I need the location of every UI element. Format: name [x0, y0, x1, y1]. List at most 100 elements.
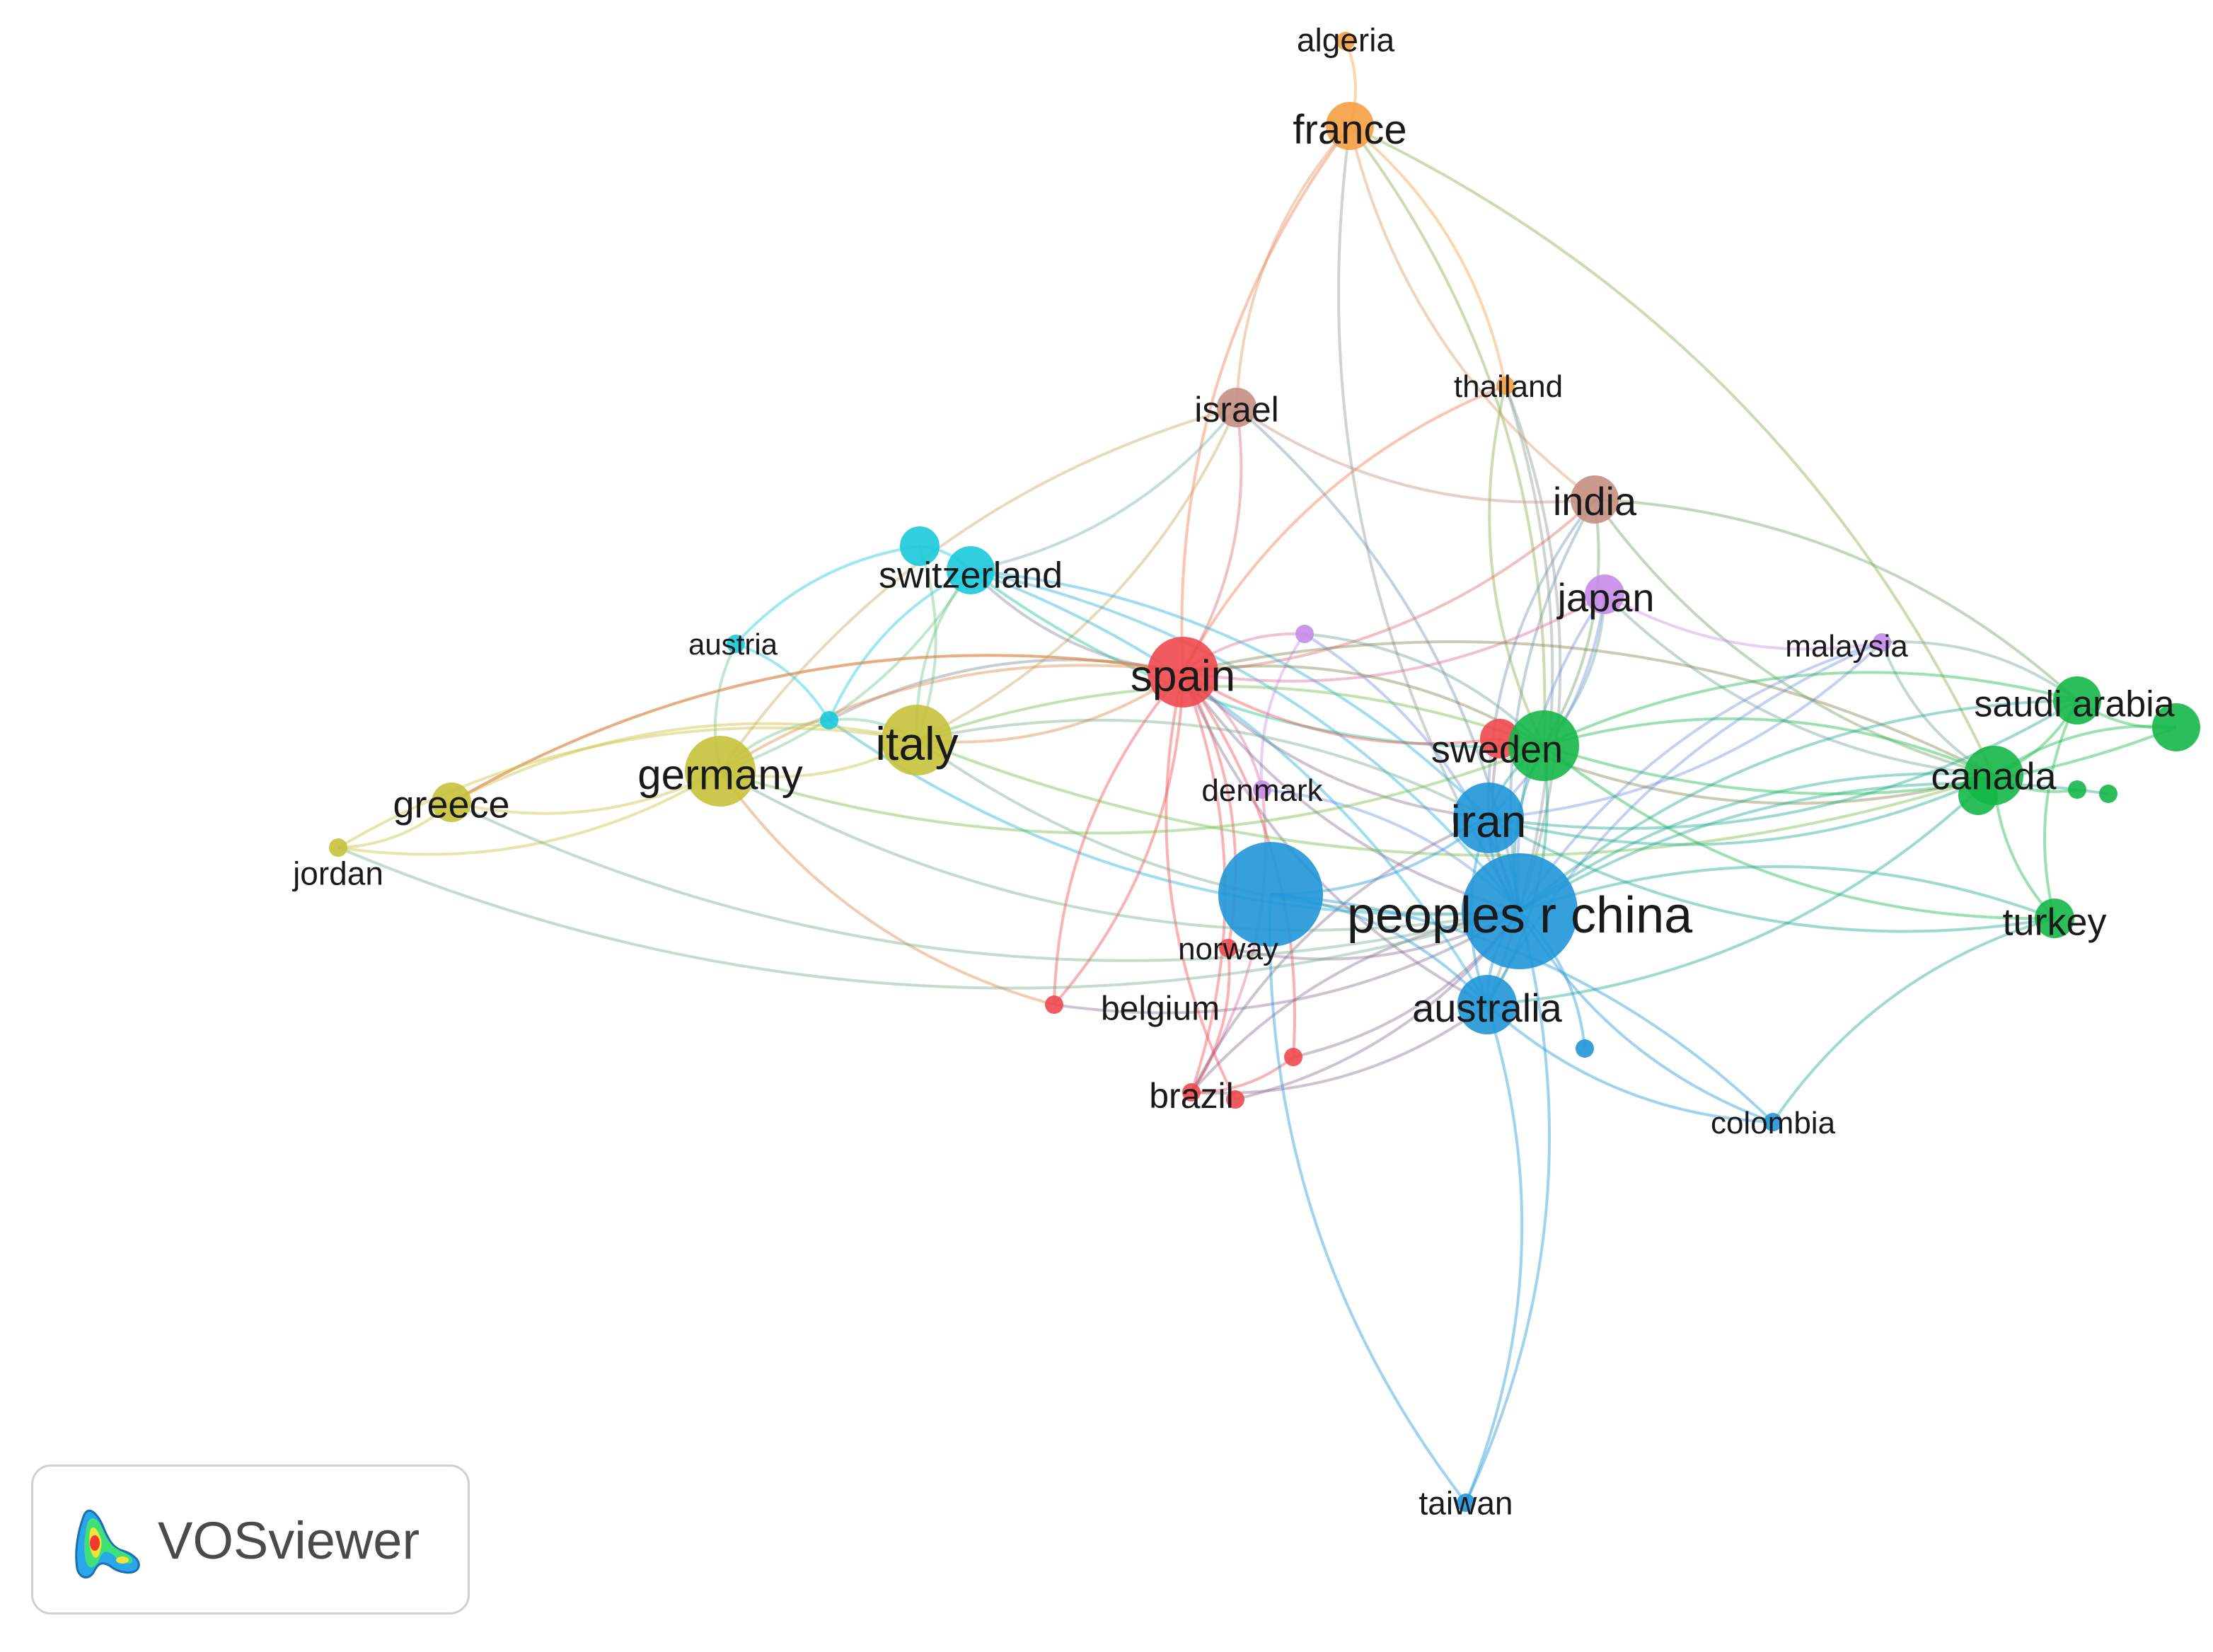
node-sweden[interactable]: [1508, 710, 1579, 781]
label-italy[interactable]: italy: [875, 717, 958, 770]
node-switzerland[interactable]: [947, 546, 995, 594]
label-saudi-arabia[interactable]: saudi arabia: [1974, 684, 2174, 725]
link-germany-peoples-r-china: [720, 770, 1520, 932]
node-purple-unlabeled[interactable]: [1295, 625, 1314, 643]
link-sweden-turkey: [1542, 744, 2055, 920]
link-austria-cyan-small: [735, 642, 831, 722]
node-jordan[interactable]: [329, 838, 347, 857]
link-red-unlabeled-1-brazil: [1191, 1056, 1295, 1094]
node-spain[interactable]: [1148, 637, 1218, 707]
labels-layer: algeria france thailand israel india switzerl…: [291, 22, 2175, 1522]
label-thailand[interactable]: thailand: [1454, 369, 1563, 404]
label-switzerland[interactable]: switzerland: [879, 555, 1063, 596]
label-algeria[interactable]: algeria: [1297, 22, 1395, 59]
label-sweden[interactable]: sweden: [1431, 728, 1563, 770]
node-taiwan[interactable]: [1457, 1494, 1475, 1512]
label-iran[interactable]: iran: [1451, 796, 1527, 847]
link-malaysia-peoples-r-china: [1518, 641, 1883, 913]
link-greece-spain: [451, 654, 1184, 804]
link-germany-jordan: [337, 770, 722, 856]
node-norway[interactable]: [1219, 939, 1237, 957]
link-israel-india: [1235, 406, 1595, 504]
links-layer: [337, 40, 2177, 1504]
node-japan[interactable]: [1585, 574, 1624, 614]
node-red-unlabeled-2[interactable]: [1226, 1090, 1244, 1109]
node-green-unlabeled-1[interactable]: [1958, 775, 1998, 815]
label-turkey[interactable]: turkey: [2002, 901, 2106, 943]
link-spain-iran: [1181, 671, 1489, 819]
link-israel-spain: [1181, 407, 1243, 674]
link-turkey-peoples-r-china: [1519, 865, 2055, 920]
link-denmark-brazil: [1190, 789, 1267, 1094]
node-thailand[interactable]: [1496, 376, 1515, 395]
node-saudi-arabia[interactable]: [2053, 676, 2101, 724]
link-france-spain: [1180, 125, 1351, 673]
node-turkey[interactable]: [2035, 899, 2074, 938]
node-greece[interactable]: [432, 782, 471, 822]
node-germany[interactable]: [685, 736, 756, 807]
node-brazil[interactable]: [1182, 1083, 1201, 1102]
label-peoples-r-china[interactable]: peoples r china: [1347, 887, 1693, 944]
label-brazil[interactable]: brazil: [1149, 1076, 1233, 1116]
node-italy[interactable]: [882, 705, 952, 775]
label-colombia[interactable]: colombia: [1711, 1106, 1836, 1140]
link-india-saudi-arabia: [1594, 498, 2079, 702]
link-spain-italy: [916, 671, 1184, 744]
label-japan[interactable]: japan: [1556, 575, 1654, 620]
node-denmark[interactable]: [1253, 780, 1271, 799]
label-canada[interactable]: canada: [1931, 755, 2057, 797]
link-belgium-peoples-r-china: [1053, 910, 1521, 1015]
node-cyan-small[interactable]: [820, 711, 838, 729]
link-spain-belgium: [1053, 671, 1184, 1005]
link-blue-unlabeled-taiwan: [1269, 894, 1467, 1504]
link-spain-greece: [451, 654, 1184, 804]
label-india[interactable]: india: [1553, 479, 1637, 524]
label-belgium[interactable]: belgium: [1101, 990, 1220, 1027]
node-australia[interactable]: [1457, 975, 1517, 1034]
node-israel[interactable]: [1217, 388, 1256, 427]
node-green-unlabeled-4[interactable]: [2152, 703, 2200, 751]
node-red-unlabeled-1[interactable]: [1284, 1048, 1302, 1066]
link-thailand-peoples-r-china: [1504, 385, 1562, 912]
label-norway[interactable]: norway: [1178, 932, 1278, 966]
node-blue-unlabeled[interactable]: [1218, 842, 1323, 947]
link-thailand-spain: [1181, 384, 1506, 673]
link-india-peoples-r-china: [1509, 498, 1596, 912]
link-saudi-arabia-iran: [1488, 699, 2079, 830]
label-spain[interactable]: spain: [1131, 652, 1235, 700]
link-india-canada: [1593, 498, 1994, 777]
node-colombia[interactable]: [1764, 1113, 1782, 1131]
node-green-unlabeled-3[interactable]: [2099, 785, 2117, 803]
node-blue-small[interactable]: [1576, 1039, 1594, 1058]
node-belgium[interactable]: [1045, 995, 1063, 1014]
node-austria[interactable]: [727, 635, 745, 653]
label-jordan[interactable]: jordan: [291, 855, 383, 892]
link-israel-italy: [916, 407, 1238, 741]
label-malaysia[interactable]: malaysia: [1785, 629, 1908, 664]
label-france[interactable]: france: [1293, 107, 1406, 153]
node-france[interactable]: [1326, 102, 1374, 150]
label-austria[interactable]: austria: [688, 628, 778, 661]
link-spain-canada: [1182, 640, 1994, 777]
link-purple-unlabeled-sweden: [1304, 633, 1545, 747]
link-france-israel: [1235, 125, 1351, 408]
link-saudi-arabia-turkey: [2043, 700, 2079, 919]
node-peoples-r-china[interactable]: [1462, 853, 1578, 969]
node-algeria[interactable]: [1336, 32, 1355, 50]
label-denmark[interactable]: denmark: [1201, 773, 1323, 808]
vosviewer-wordmark: VOSviewer: [158, 1511, 420, 1570]
link-france-thailand: [1348, 125, 1507, 386]
node-green-unlabeled-2[interactable]: [2068, 780, 2086, 799]
label-taiwan[interactable]: taiwan: [1419, 1485, 1513, 1522]
link-cyan-unlabeled-austria: [734, 545, 920, 645]
label-australia[interactable]: australia: [1412, 986, 1563, 1030]
label-israel[interactable]: israel: [1194, 390, 1278, 429]
node-malaysia[interactable]: [1873, 633, 1891, 652]
node-iran[interactable]: [1453, 782, 1524, 853]
link-cyan-small-spain: [828, 658, 1184, 722]
node-cyan-unlabeled[interactable]: [900, 526, 940, 566]
label-germany[interactable]: germany: [637, 751, 802, 799]
node-india[interactable]: [1571, 475, 1619, 524]
label-greece[interactable]: greece: [393, 783, 509, 826]
